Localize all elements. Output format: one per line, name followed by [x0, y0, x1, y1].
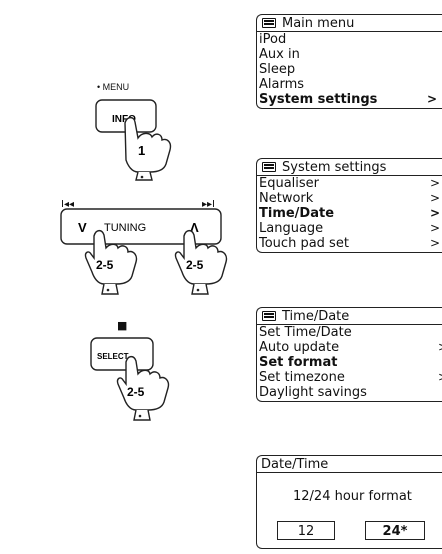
select-illustration: SELECT 2-5 — [86, 334, 186, 424]
chevron-right-icon: > — [438, 370, 442, 385]
screen-system-settings: System settings Equaliser> Network> Time… — [256, 158, 442, 253]
option-24-hour-selected[interactable]: 24* — [365, 521, 425, 540]
menu-icon — [262, 18, 276, 28]
screen-title: Main menu — [282, 16, 354, 31]
chevron-right-icon: > — [430, 206, 440, 221]
screen-time-date: Time/Date Set Time/Date Auto update> Set… — [256, 307, 442, 402]
screen-title: Time/Date — [282, 309, 349, 324]
screen-title: Date/Time — [261, 457, 328, 472]
step-number-info: 1 — [138, 143, 145, 158]
menu-item-selected[interactable]: Set format — [257, 355, 442, 370]
step-number-select: 2-5 — [127, 385, 145, 399]
menu-item[interactable]: Daylight savings — [257, 385, 442, 400]
menu-icon — [262, 162, 276, 172]
menu-item[interactable]: Set timezone> — [257, 370, 442, 385]
chevron-right-icon: > — [427, 92, 437, 107]
step-number-tuning-left: 2-5 — [96, 258, 114, 272]
chevron-right-icon: > — [430, 221, 440, 236]
menu-item-selected[interactable]: System settings > — [257, 92, 442, 107]
menu-item-selected[interactable]: Time/Date> — [257, 206, 442, 221]
option-12-hour[interactable]: 12 — [277, 521, 335, 540]
select-button-label: SELECT — [97, 352, 129, 361]
info-button-illustration: INFO 1 — [90, 92, 180, 182]
chevron-right-icon: > — [430, 236, 440, 251]
chevron-right-icon: > — [438, 340, 442, 355]
chevron-right-icon: > — [430, 191, 440, 206]
format-prompt: 12/24 hour format — [293, 489, 412, 504]
menu-item[interactable]: Equaliser> — [257, 176, 442, 191]
menu-item[interactable]: Touch pad set> — [257, 236, 442, 251]
tuning-illustration: V TUNING Λ 2-5 2-5 — [58, 206, 228, 302]
screen-title: System settings — [282, 160, 386, 175]
menu-item[interactable]: Set Time/Date — [257, 325, 442, 340]
screen-main-menu: Main menu iPod Aux in Sleep Alarms Syste… — [256, 14, 442, 109]
tuning-down-button[interactable]: V — [78, 220, 87, 235]
menu-item[interactable]: Language> — [257, 221, 442, 236]
menu-item[interactable]: Aux in — [257, 47, 442, 62]
menu-item[interactable]: Auto update> — [257, 340, 442, 355]
stop-icon: ■ — [117, 319, 127, 332]
menu-item[interactable]: Network> — [257, 191, 442, 206]
menu-icon — [262, 311, 276, 321]
menu-label: • MENU — [97, 82, 129, 92]
tuning-label: TUNING — [104, 222, 146, 234]
menu-item[interactable]: Alarms — [257, 77, 442, 92]
menu-item[interactable]: iPod — [257, 32, 442, 47]
step-number-tuning-right: 2-5 — [186, 258, 204, 272]
menu-item[interactable]: Sleep — [257, 62, 442, 77]
chevron-right-icon: > — [430, 176, 440, 191]
screen-date-time-format: Date/Time 12/24 hour format 12 24* — [256, 455, 442, 549]
